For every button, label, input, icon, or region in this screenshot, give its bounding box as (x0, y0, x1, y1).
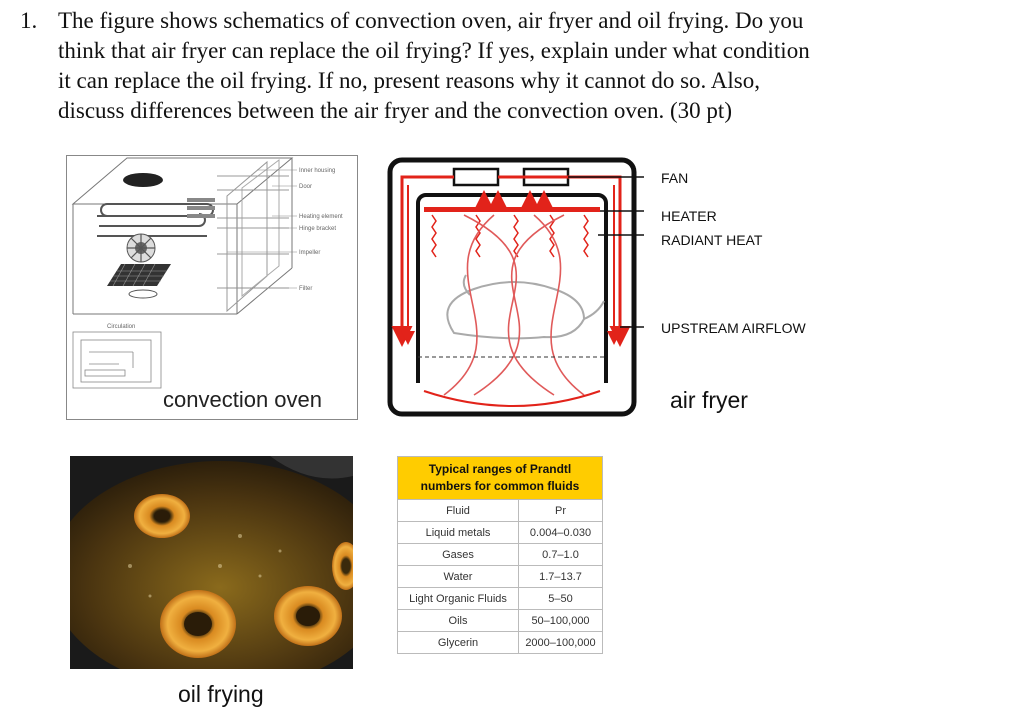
part-label: Inner housing (299, 168, 335, 174)
upstream-airflow-label: UPSTREAM AIRFLOW (661, 320, 806, 336)
table-row: Water 1.7–13.7 (397, 565, 603, 588)
radiant-heat-label: RADIANT HEAT (661, 232, 763, 248)
part-label: Impeller (299, 250, 320, 256)
pr-cell: 2000–100,000 (518, 631, 603, 654)
table-row: Oils 50–100,000 (397, 609, 603, 632)
fan-label: FAN (661, 170, 689, 186)
part-label: Door (299, 184, 312, 190)
fluid-cell: Glycerin (397, 631, 519, 654)
pr-cell: 5–50 (518, 587, 603, 610)
question-line: it can replace the oil frying. If no, pr… (58, 68, 760, 93)
convection-oven-part-labels: Inner housing Door Heating element Hinge… (107, 168, 343, 330)
fluid-cell: Gases (397, 543, 519, 566)
convection-oven-caption: convection oven (163, 387, 322, 412)
air-fryer-caption: air fryer (670, 387, 748, 413)
heater-label: HEATER (661, 208, 717, 224)
part-label: Heating element (299, 214, 343, 220)
fluid-cell: Water (397, 565, 519, 588)
question-line: The figure shows schematics of convectio… (58, 8, 804, 33)
oil-frying-caption: oil frying (178, 681, 264, 707)
prandtl-title-line: numbers for common fluids (420, 479, 580, 493)
fluid-cell: Oils (397, 609, 519, 632)
part-label: Hinge bracket (299, 226, 336, 232)
prandtl-table: Typical ranges of Prandtl numbers for co… (397, 456, 603, 654)
table-header-row: Fluid Pr (397, 499, 603, 522)
column-header: Pr (518, 499, 603, 522)
table-row: Gases 0.7–1.0 (397, 543, 603, 566)
air-fryer-schematic (387, 157, 644, 417)
inset-label: Circulation (107, 324, 135, 330)
oil-frying-photo (70, 456, 353, 669)
question-line: discuss differences between the air frye… (58, 98, 732, 123)
pr-cell: 0.7–1.0 (518, 543, 603, 566)
pr-cell: 0.004–0.030 (518, 521, 603, 544)
column-header: Fluid (397, 499, 519, 522)
prandtl-title-line: Typical ranges of Prandtl (428, 462, 572, 476)
prandtl-table-title: Typical ranges of Prandtl numbers for co… (397, 456, 603, 500)
pr-cell: 50–100,000 (518, 609, 603, 632)
pr-cell: 1.7–13.7 (518, 565, 603, 588)
table-row: Light Organic Fluids 5–50 (397, 587, 603, 610)
question-line: think that air fryer can replace the oil… (58, 38, 810, 63)
convection-oven-schematic (71, 157, 297, 389)
convection-oven-figure: Inner housing Door Heating element Hinge… (66, 155, 358, 420)
table-row: Liquid metals 0.004–0.030 (397, 521, 603, 544)
fluid-cell: Liquid metals (397, 521, 519, 544)
table-row: Glycerin 2000–100,000 (397, 631, 603, 654)
fluid-cell: Light Organic Fluids (397, 587, 519, 610)
question-number: 1. (20, 8, 38, 33)
question-text: The figure shows schematics of convectio… (58, 6, 998, 126)
part-label: Filter (299, 286, 312, 292)
